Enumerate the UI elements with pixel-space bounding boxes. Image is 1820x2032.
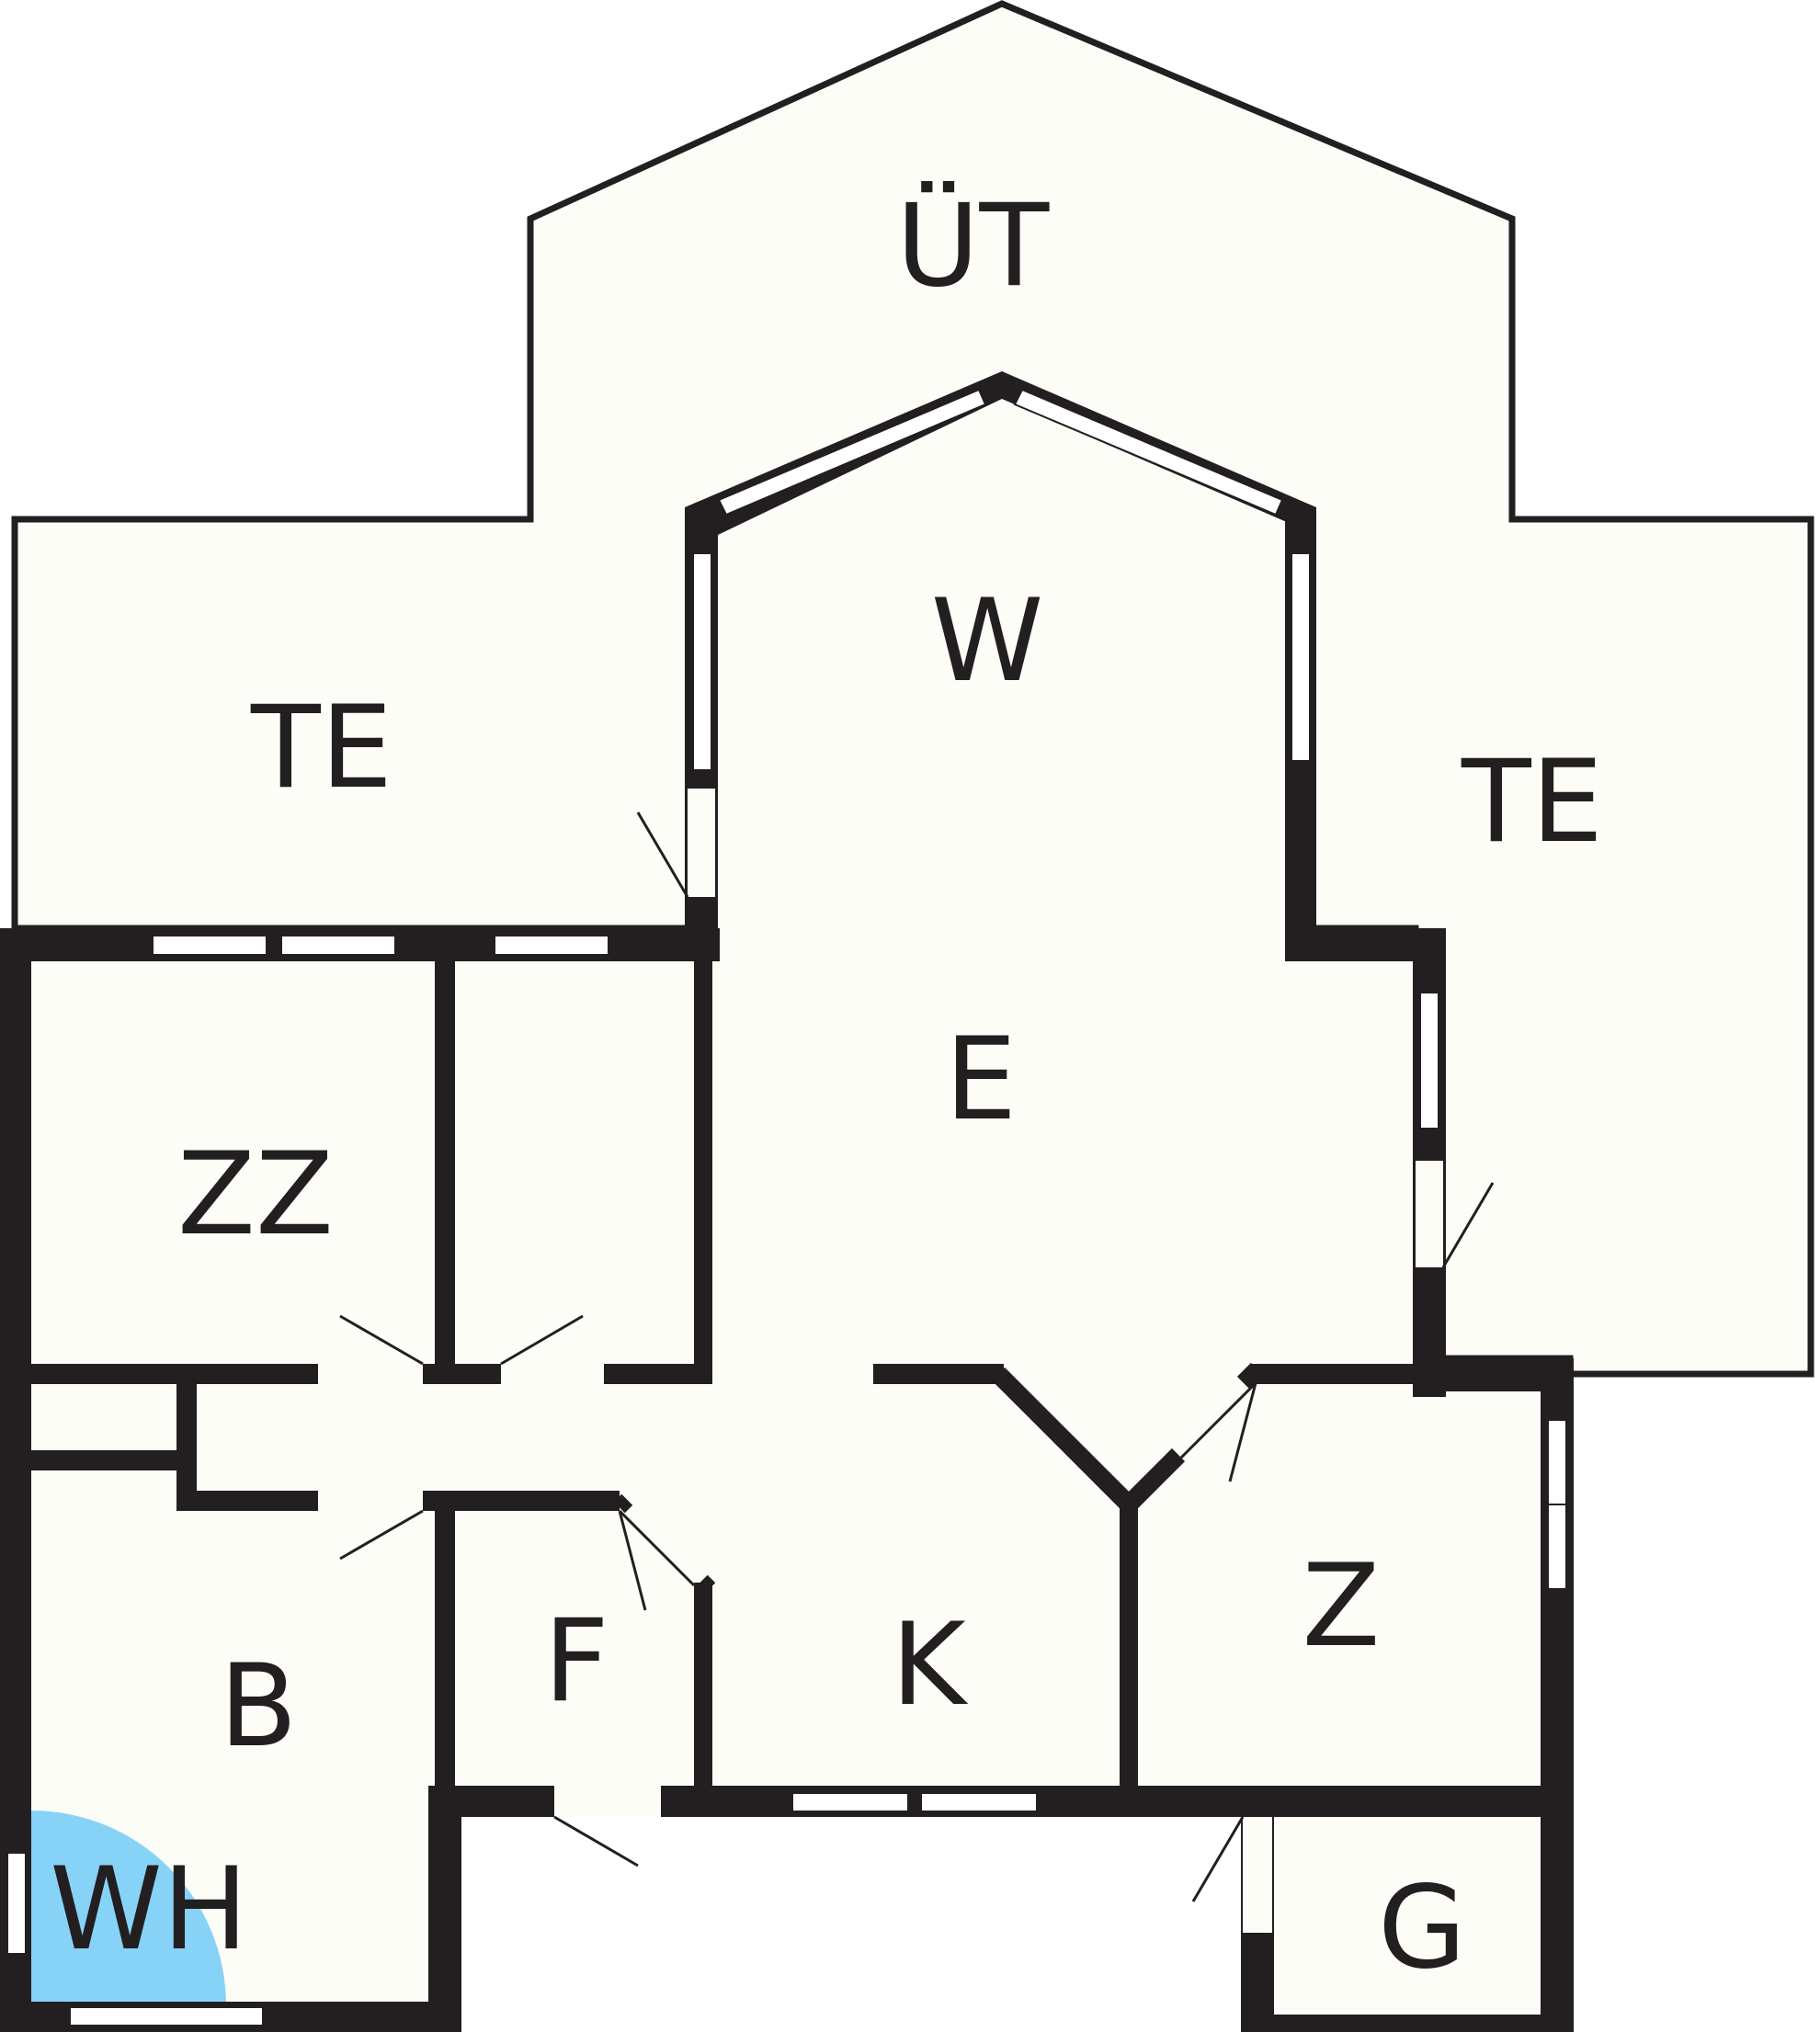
wh-marker bbox=[31, 1811, 226, 2005]
room-label-ut: ÜT bbox=[896, 180, 1051, 312]
room-label-te-right: TE bbox=[1461, 736, 1603, 868]
room-label-zz: ZZ bbox=[177, 1129, 334, 1261]
door-openings bbox=[318, 789, 1443, 1933]
room-label-k: K bbox=[891, 1599, 968, 1731]
room-label-f: F bbox=[543, 1595, 609, 1728]
room-label-b: B bbox=[219, 1640, 297, 1773]
room-label-z: Z bbox=[1302, 1540, 1381, 1673]
interior-floor bbox=[0, 390, 1570, 2032]
room-label-g: G bbox=[1378, 1862, 1466, 1994]
room-label-w: W bbox=[931, 575, 1044, 708]
door-swings bbox=[339, 812, 1495, 1902]
room-label-wh: WH bbox=[50, 1844, 248, 1976]
room-label-te-left: TE bbox=[250, 682, 392, 814]
windows bbox=[6, 388, 1567, 2026]
room-label-e: E bbox=[945, 1014, 1017, 1146]
diagonal-walls bbox=[613, 371, 1316, 1595]
